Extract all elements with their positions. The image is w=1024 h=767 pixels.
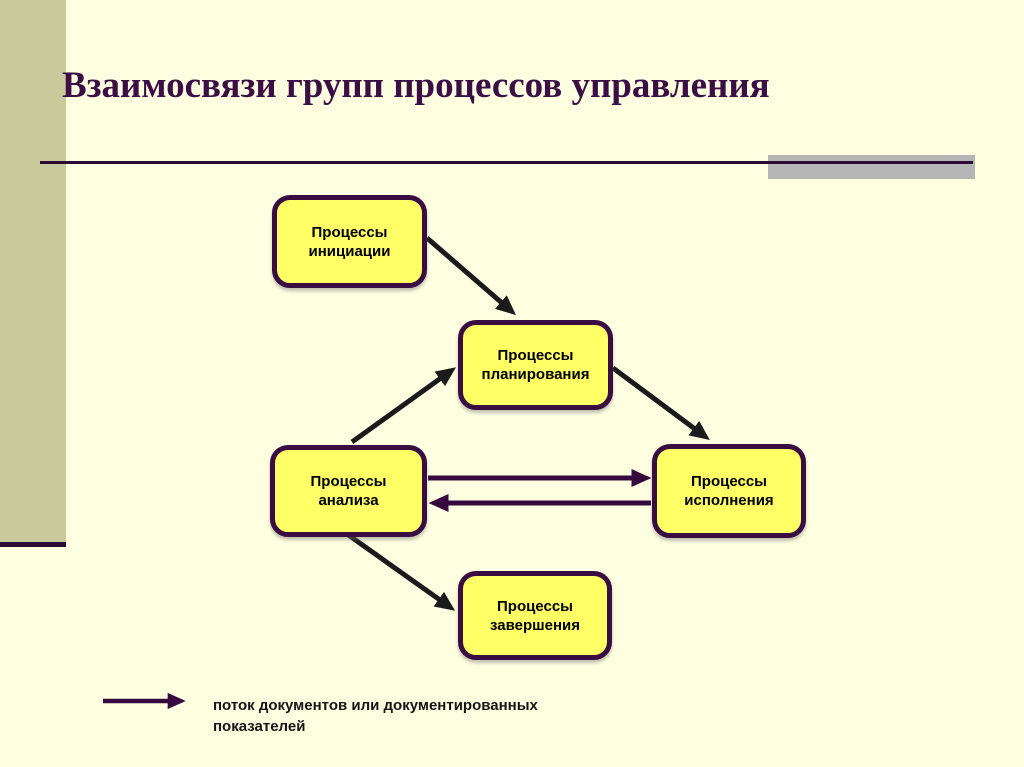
arrow-planning-to-execution	[611, 365, 710, 441]
node-planning: Процессы планирования	[458, 320, 613, 410]
title-underline	[40, 161, 973, 164]
node-completion: Процессы завершения	[458, 571, 612, 660]
arrow-initiation-to-planning	[425, 236, 516, 316]
arrow-analysis-to-completion	[345, 531, 456, 611]
gray-accent-bar	[768, 155, 975, 179]
legend-text: поток документов или документированных п…	[213, 697, 538, 735]
node-execution: Процессы исполнения	[652, 444, 806, 538]
node-execution-label: Процессы исполнения	[684, 473, 774, 509]
node-initiation: Процессы инициации	[272, 195, 427, 288]
node-planning-label: Процессы планирования	[481, 347, 590, 383]
page-title: Взаимосвязи групп процессов управления	[62, 65, 770, 106]
sidebar-accent-line	[0, 542, 66, 547]
node-analysis-label: Процессы анализа	[310, 473, 387, 509]
sidebar-bar	[0, 0, 66, 542]
node-initiation-label: Процессы инициации	[308, 223, 391, 260]
arrow-analysis-to-planning	[350, 367, 457, 445]
node-completion-label: Процессы завершения	[489, 597, 580, 634]
node-analysis: Процессы анализа	[270, 445, 427, 537]
